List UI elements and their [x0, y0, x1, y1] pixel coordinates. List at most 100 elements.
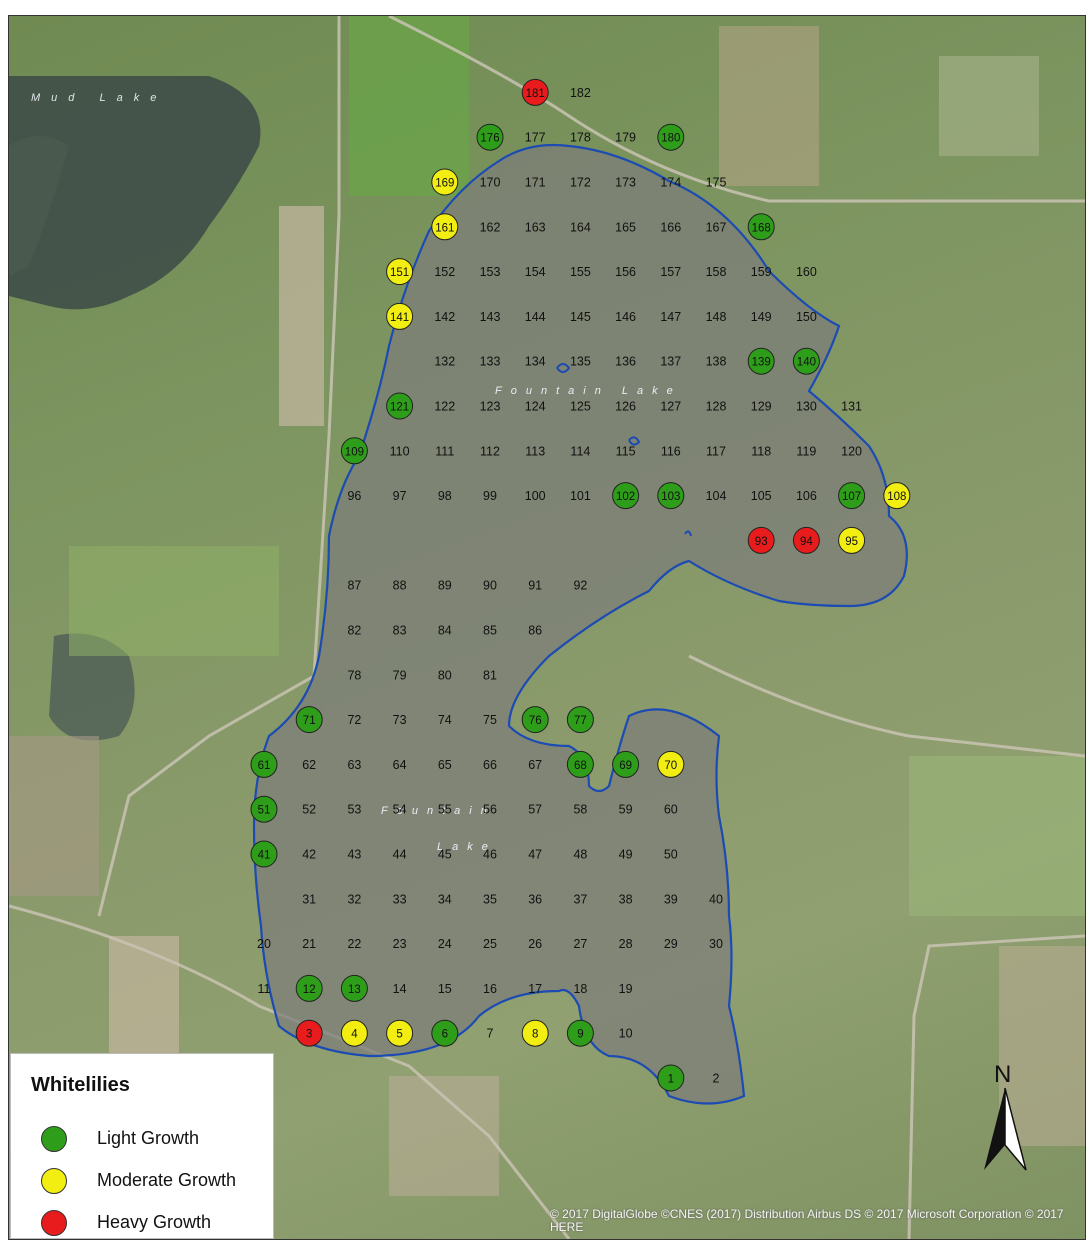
light-growth-marker	[838, 482, 866, 510]
sample-point-label: 110	[390, 444, 410, 458]
light-growth-marker	[431, 1019, 459, 1047]
sample-point-label: 123	[480, 400, 501, 414]
sample-point-label: 88	[393, 579, 407, 593]
mud-lake-label: Mud Lake	[31, 92, 167, 104]
sample-point-label: 106	[796, 489, 817, 503]
sample-point-156: 156	[615, 265, 636, 279]
sample-point-106: 106	[796, 489, 817, 503]
sample-point-4: 4	[340, 1019, 368, 1047]
sample-point-177: 177	[525, 131, 546, 145]
sample-point-99: 99	[483, 489, 497, 503]
sample-point-label: 133	[480, 355, 501, 369]
sample-point-label: 70	[664, 760, 677, 772]
sample-point-label: 48	[573, 848, 587, 862]
sample-point-label: 30	[709, 937, 723, 951]
sample-point-label: 180	[661, 133, 680, 145]
sample-point-28: 28	[619, 937, 633, 951]
sample-point-label: 3	[306, 1029, 312, 1041]
sample-point-163: 163	[525, 220, 546, 234]
sample-point-111: 111	[435, 444, 454, 458]
field-10	[939, 56, 1039, 156]
legend-label-heavy: Heavy Growth	[97, 1212, 212, 1232]
sample-point-label: 138	[706, 355, 727, 369]
sample-point-31: 31	[302, 892, 316, 906]
sample-point-42: 42	[302, 848, 316, 862]
sample-point-131: 131	[841, 400, 862, 414]
sample-point-label: 167	[706, 220, 727, 234]
sample-point-label: 160	[796, 265, 817, 279]
sample-point-label: 103	[661, 491, 680, 503]
sample-point-137: 137	[660, 355, 681, 369]
moderate-growth-marker	[340, 1019, 368, 1047]
fountain-lake-label-south-2: Lake	[437, 841, 497, 853]
sample-point-35: 35	[483, 892, 497, 906]
heavy-growth-swatch	[41, 1210, 67, 1236]
light-growth-marker	[566, 750, 594, 778]
sample-point-label: 142	[434, 310, 455, 324]
sample-point-label: 64	[393, 758, 407, 772]
sample-point-label: 171	[525, 176, 546, 190]
sample-point-43: 43	[347, 848, 361, 862]
sample-point-label: 66	[483, 758, 497, 772]
sample-point-176: 176	[476, 123, 504, 151]
sample-point-62: 62	[302, 758, 316, 772]
sample-point-label: 98	[438, 489, 452, 503]
light-growth-marker	[340, 437, 368, 465]
sample-point-153: 153	[480, 265, 501, 279]
sample-point-label: 152	[434, 265, 455, 279]
sample-point-label: 129	[751, 400, 772, 414]
sample-point-58: 58	[573, 803, 587, 817]
sample-point-50: 50	[664, 848, 678, 862]
field-2	[719, 26, 819, 186]
sample-point-label: 74	[438, 713, 452, 727]
sample-point-150: 150	[796, 310, 817, 324]
light-growth-marker	[566, 1019, 594, 1047]
sample-point-label: 4	[351, 1029, 358, 1041]
sample-point-label: 11	[258, 982, 271, 996]
sample-point-7: 7	[487, 1027, 494, 1041]
sample-point-47: 47	[528, 848, 542, 862]
sample-point-94: 94	[792, 526, 820, 554]
field-3	[279, 206, 324, 426]
sample-point-155: 155	[570, 265, 591, 279]
sample-point-127: 127	[660, 400, 681, 414]
sample-point-66: 66	[483, 758, 497, 772]
moderate-growth-marker	[521, 1019, 549, 1047]
sample-point-91: 91	[528, 579, 542, 593]
light-growth-marker	[657, 1064, 685, 1092]
sample-point-13: 13	[340, 974, 368, 1002]
field-4	[69, 546, 279, 656]
light-growth-marker	[476, 123, 504, 151]
sample-point-84: 84	[438, 624, 452, 638]
field-9	[389, 1076, 499, 1196]
light-growth-marker	[747, 213, 775, 241]
sample-point-label: 113	[525, 444, 545, 458]
sample-point-83: 83	[393, 624, 407, 638]
sample-point-63: 63	[347, 758, 361, 772]
sample-point-116: 116	[661, 444, 681, 458]
sample-point-label: 153	[480, 265, 501, 279]
sample-point-label: 40	[709, 892, 723, 906]
sample-point-54: 54	[393, 803, 407, 817]
sample-point-label: 132	[434, 355, 455, 369]
sample-point-30: 30	[709, 937, 723, 951]
sample-point-97: 97	[393, 489, 407, 503]
sample-point-label: 92	[573, 579, 587, 593]
sample-point-10: 10	[619, 1027, 633, 1041]
sample-point-170: 170	[480, 176, 501, 190]
sample-point-73: 73	[393, 713, 407, 727]
sample-point-27: 27	[573, 937, 587, 951]
sample-point-140: 140	[792, 347, 820, 375]
sample-point-53: 53	[347, 803, 361, 817]
sample-point-119: 119	[796, 444, 816, 458]
sample-point-label: 60	[664, 803, 678, 817]
sample-point-label: 173	[615, 176, 636, 190]
sample-point-label: 75	[483, 713, 497, 727]
sample-point-107: 107	[838, 482, 866, 510]
sample-point-48: 48	[573, 848, 587, 862]
sample-point-label: 69	[619, 760, 632, 772]
sample-point-label: 97	[393, 489, 407, 503]
sample-point-33: 33	[393, 892, 407, 906]
